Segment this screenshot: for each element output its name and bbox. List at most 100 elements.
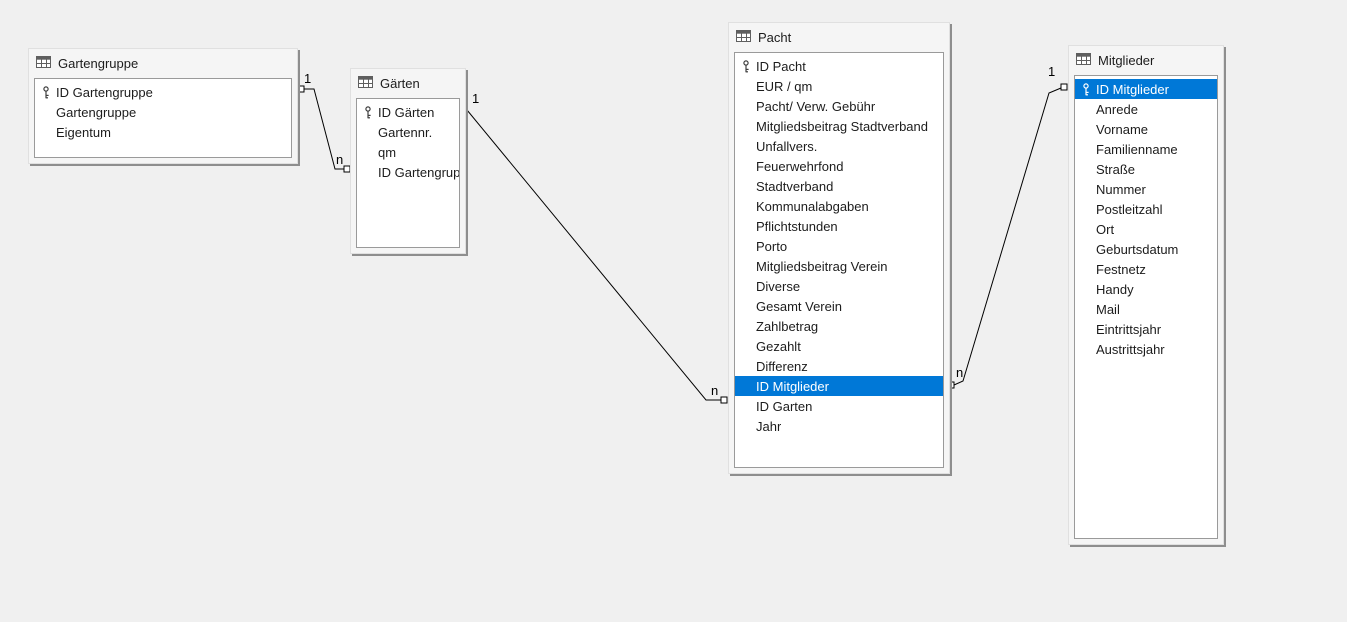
relationship-line-gartengruppe-gaerten[interactable] [304,88,344,170]
field-row[interactable]: ID Gartengruppe [35,82,291,102]
field-label: Mitgliedsbeitrag Stadtverband [756,118,928,134]
field-row[interactable]: Eigentum [35,122,291,142]
field-row[interactable]: Mail [1075,299,1217,319]
field-row[interactable]: qm [357,142,459,162]
table-mitglieder[interactable]: Mitglieder ID Mitglieder Anrede Vorname … [1068,45,1224,545]
cardinality-label: 1 [1048,64,1056,79]
field-row[interactable]: Gezahlt [735,336,943,356]
field-label: Eintrittsjahr [1096,321,1162,337]
field-label: Straße [1096,161,1136,177]
field-row[interactable]: ID Gärten [357,102,459,122]
field-row[interactable]: Mitgliedsbeitrag Stadtverband [735,116,943,136]
table-header[interactable]: Gärten [351,69,465,98]
table-icon [36,55,51,73]
field-label: Stadtverband [756,178,834,194]
field-label: Unfallvers. [756,138,818,154]
field-row[interactable]: Differenz [735,356,943,376]
field-list: ID Pacht EUR / qm Pacht/ Verw. Gebühr Mi… [734,52,944,468]
field-row[interactable]: Gartengruppe [35,102,291,122]
field-label: Handy [1096,281,1134,297]
field-label: Diverse [756,278,801,294]
field-label: Familienname [1096,141,1178,157]
field-row[interactable]: Anrede [1075,99,1217,119]
table-gartengruppe[interactable]: Gartengruppe ID Gartengruppe Gartengrupp… [28,48,298,164]
field-row[interactable]: EUR / qm [735,76,943,96]
field-label: ID Gartengruppe [56,84,153,100]
table-icon [358,75,373,93]
field-row[interactable]: Pflichtstunden [735,216,943,236]
field-row[interactable]: Austrittsjahr [1075,339,1217,359]
field-row[interactable]: Jahr [735,416,943,436]
field-row[interactable]: Eintrittsjahr [1075,319,1217,339]
field-label: Gesamt Verein [756,298,842,314]
cardinality-label: n [956,365,964,380]
field-row[interactable]: Postleitzahl [1075,199,1217,219]
field-row[interactable]: Vorname [1075,119,1217,139]
field-label: Austrittsjahr [1096,341,1165,357]
table-title: Pacht [758,30,792,45]
field-row[interactable]: Kommunalabgaben [735,196,943,216]
field-row[interactable]: Geburtsdatum [1075,239,1217,259]
field-row[interactable]: Mitgliedsbeitrag Verein [735,256,943,276]
primary-key-icon [35,85,56,99]
field-label: ID Mitglieder [756,378,829,394]
primary-key-icon [1075,82,1096,96]
field-row[interactable]: Diverse [735,276,943,296]
field-label: Nummer [1096,181,1146,197]
field-label: Feuerwehrfond [756,158,844,174]
table-header[interactable]: Pacht [729,23,949,52]
field-label: Vorname [1096,121,1149,137]
table-gaerten[interactable]: Gärten ID Gärten Gartennr. qm ID Garteng… [350,68,466,254]
field-label: Mitgliedsbeitrag Verein [756,258,888,274]
table-title: Gärten [380,76,420,91]
field-label: Kommunalabgaben [756,198,869,214]
relationship-anchor [720,396,728,404]
field-row[interactable]: Familienname [1075,139,1217,159]
field-row[interactable]: Stadtverband [735,176,943,196]
field-label: Zahlbetrag [756,318,819,334]
cardinality-label: 1 [304,71,312,86]
field-label: ID Gartengruppe [378,164,459,180]
cardinality-label: 1 [472,91,480,106]
field-row-selected[interactable]: ID Mitglieder [1075,79,1217,99]
field-row[interactable]: Gesamt Verein [735,296,943,316]
relationship-line-mitglieder-pacht[interactable] [953,87,1062,386]
table-icon [1076,52,1091,70]
table-pacht[interactable]: Pacht ID Pacht EUR / qm Pacht/ Verw. Geb… [728,22,950,474]
field-list: ID Gärten Gartennr. qm ID Gartengruppe [356,98,460,248]
field-label: Differenz [756,358,808,374]
field-label: Mail [1096,301,1120,317]
field-label: Anrede [1096,101,1138,117]
table-title: Mitglieder [1098,53,1155,68]
field-label: Gartengruppe [56,104,137,120]
field-row[interactable]: Ort [1075,219,1217,239]
field-label: ID Pacht [756,58,806,74]
table-header[interactable]: Mitglieder [1069,46,1223,75]
field-row[interactable]: ID Garten [735,396,943,416]
table-title: Gartengruppe [58,56,139,71]
field-row[interactable]: Feuerwehrfond [735,156,943,176]
field-row[interactable]: Zahlbetrag [735,316,943,336]
field-row[interactable]: Gartennr. [357,122,459,142]
relationship-line-gaerten-pacht[interactable] [466,109,721,401]
relationship-anchor [297,85,305,93]
field-row[interactable]: Festnetz [1075,259,1217,279]
table-header[interactable]: Gartengruppe [29,49,297,78]
field-row[interactable]: ID Pacht [735,56,943,76]
field-row[interactable]: Handy [1075,279,1217,299]
field-label: Gartennr. [378,124,433,140]
field-row[interactable]: Straße [1075,159,1217,179]
field-row[interactable]: Pacht/ Verw. Gebühr [735,96,943,116]
field-row[interactable]: Nummer [1075,179,1217,199]
field-row[interactable]: ID Gartengruppe [357,162,459,182]
field-label: ID Mitglieder [1096,81,1169,97]
field-row-selected[interactable]: ID Mitglieder [735,376,943,396]
field-label: Ort [1096,221,1115,237]
field-label: Jahr [756,418,782,434]
field-row[interactable]: Unfallvers. [735,136,943,156]
field-row[interactable]: Porto [735,236,943,256]
field-label: ID Garten [756,398,813,414]
cardinality-label: n [711,383,719,398]
field-label: Porto [756,238,788,254]
